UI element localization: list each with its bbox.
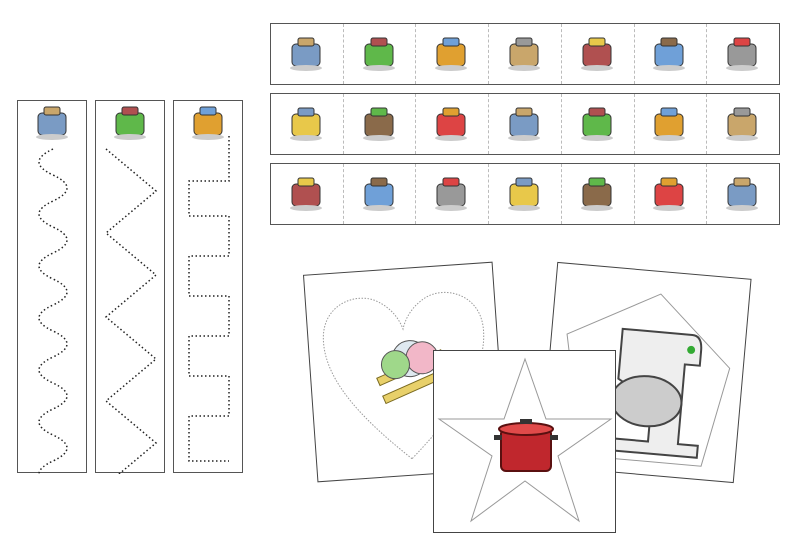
- picture-cell: [344, 94, 417, 154]
- star-outline: [437, 357, 613, 523]
- kitchen-timer-icon: [362, 177, 395, 211]
- kettle-icon: [435, 107, 468, 141]
- baking-dish-icon: [508, 177, 541, 211]
- picture-cell: [562, 94, 635, 154]
- bread-machine-icon: [508, 37, 541, 71]
- picture-cell: [344, 24, 417, 84]
- picture-strip: [270, 93, 780, 155]
- tracing-strip-wave: [17, 100, 87, 474]
- picture-cell: [416, 24, 490, 84]
- picture-cell: [562, 164, 635, 224]
- picture-cell: [416, 94, 490, 154]
- heart-outline: [322, 291, 485, 460]
- cleaver-icon: [580, 177, 613, 211]
- heart-card: [302, 261, 508, 483]
- picture-strip: [270, 163, 780, 225]
- toaster-oven-icon: [192, 106, 224, 140]
- picture-cell: [635, 24, 708, 84]
- pasta-maker-icon: [36, 106, 68, 140]
- canisters-icon: [435, 177, 468, 211]
- juicer-icon: [362, 107, 395, 141]
- picture-cell: [707, 164, 779, 224]
- picture-cell: [416, 164, 490, 224]
- toaster-icon: [726, 177, 759, 211]
- picture-cell: [489, 94, 562, 154]
- pentagon-card: [539, 261, 752, 484]
- dotted-path: [188, 136, 230, 462]
- picture-cell: [635, 164, 708, 224]
- pasta-maker-icon: [289, 177, 322, 211]
- waffle-iron-icon: [508, 107, 541, 141]
- dotted-path: [104, 148, 158, 474]
- waffle-iron-icon: [114, 106, 146, 140]
- tracing-strip-square-wave: [173, 100, 243, 473]
- picture-cell: [489, 24, 562, 84]
- trash-can-icon: [653, 177, 686, 211]
- picture-cell: [707, 94, 779, 154]
- pepper-mill-icon: [653, 107, 686, 141]
- picture-cell: [489, 164, 562, 224]
- star-card: [433, 350, 616, 533]
- stock-pot-icon: [494, 419, 558, 472]
- hand-mixer-icon: [289, 107, 322, 141]
- picture-cell: [271, 164, 344, 224]
- picture-strip: [270, 23, 780, 85]
- mixing-bowl-icon: [362, 37, 395, 71]
- knife-board-icon: [726, 107, 759, 141]
- food-processor-icon: [653, 37, 686, 71]
- utensil-rack-icon: [726, 37, 759, 71]
- dish-rack-icon: [376, 340, 451, 405]
- dish-rack-icon: [435, 37, 468, 71]
- grater-icon: [289, 37, 322, 71]
- picture-cell: [562, 24, 635, 84]
- spice-rack-icon: [580, 107, 613, 141]
- picture-cell: [271, 24, 344, 84]
- stand-mixer-icon: [606, 327, 703, 459]
- electric-skillet-icon: [580, 37, 613, 71]
- picture-cell: [707, 24, 779, 84]
- picture-cell: [344, 164, 417, 224]
- pentagon-outline: [566, 293, 731, 467]
- picture-cell: [271, 94, 344, 154]
- tracing-strip-zigzag: [95, 100, 165, 474]
- picture-cell: [635, 94, 708, 154]
- dotted-path: [38, 148, 68, 474]
